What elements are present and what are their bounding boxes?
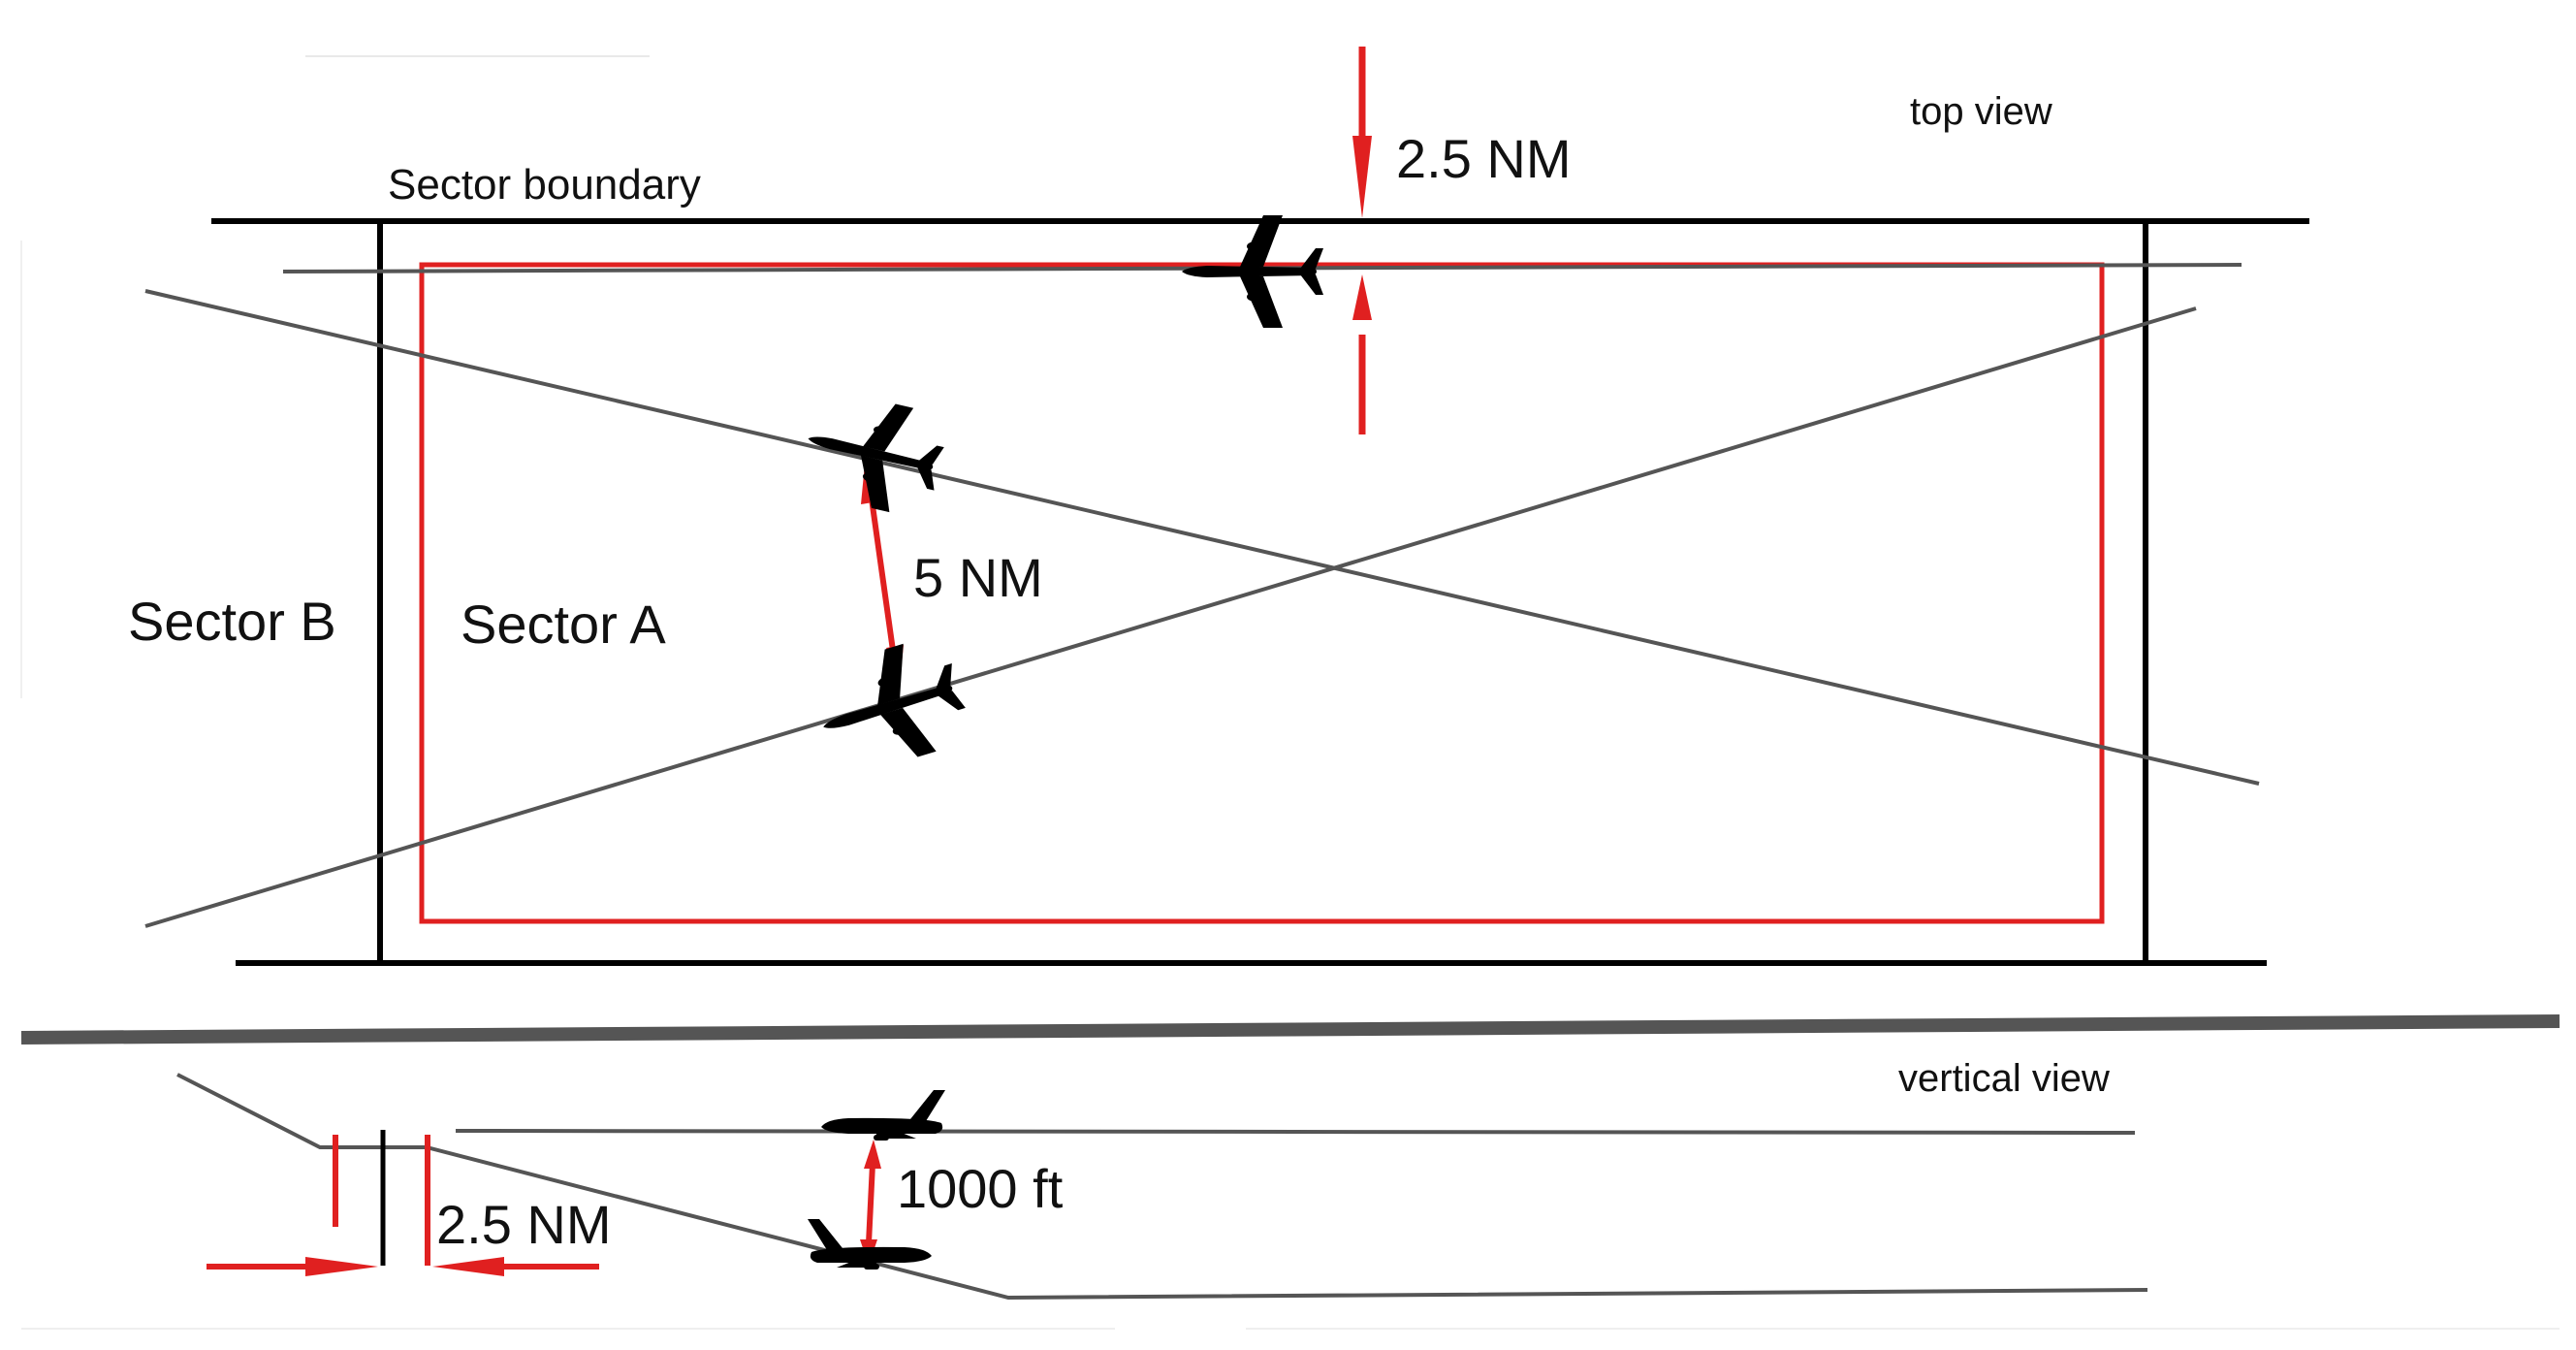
sector-boundary-label: Sector boundary (388, 161, 701, 209)
vertical-view-panel: vertical view 1000 ft 2.5 NM (21, 1057, 2560, 1330)
airplane-top-icon (807, 631, 975, 782)
vertical-separation-label: 1000 ft (897, 1158, 1064, 1219)
flight-track-descending (144, 289, 2260, 786)
lateral-buffer-label: 2.5 NM (1396, 128, 1572, 189)
top-view-panel: top view Sector boundary 2.5 NM 5 NM Sec… (20, 47, 2309, 966)
airplane-side-icon (821, 1090, 945, 1141)
sector-a-label: Sector A (461, 594, 666, 655)
flight-track-ascending (144, 306, 2197, 928)
vertical-view-label: vertical view (1898, 1057, 2110, 1100)
profile-buffer-label: 2.5 NM (436, 1194, 612, 1255)
horizontal-separation-label: 5 NM (913, 547, 1043, 608)
profile-buffer-indicator (207, 1257, 599, 1276)
sector-b-label: Sector B (128, 591, 336, 652)
airplane-top-icon (1182, 215, 1323, 328)
airplane-top-icon (796, 386, 952, 522)
view-divider (20, 1014, 2560, 1045)
vertical-profile-upper-track (455, 1129, 2136, 1135)
sector-buffer-rectangle (419, 262, 2105, 924)
lateral-buffer-indicator (1352, 47, 1372, 434)
vertical-separation-indicator (860, 1140, 881, 1266)
top-view-label: top view (1910, 90, 2052, 133)
